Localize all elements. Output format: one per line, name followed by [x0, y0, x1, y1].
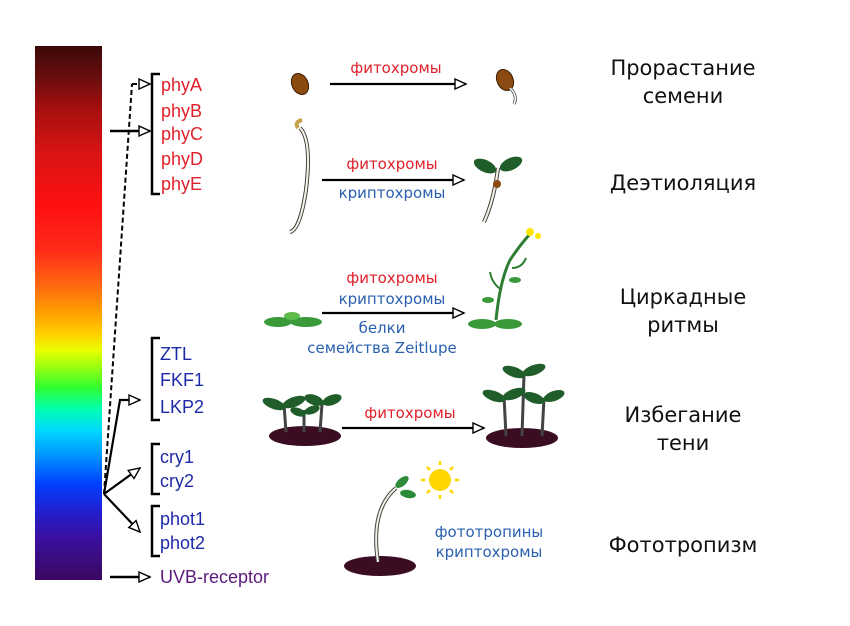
phototropin-bracket: [150, 504, 160, 558]
sun-icon: [421, 461, 459, 499]
process-shade-line2: тени: [656, 431, 710, 455]
phyA-dashed-arrow: [103, 83, 133, 495]
receptor-cry1: cry1: [160, 447, 195, 467]
phytochrome-bracket: [150, 72, 160, 196]
label-circadian-zeitlupe-2: семейства Zeitlupe: [307, 339, 457, 357]
process-circadian-line2: ритмы: [647, 313, 719, 337]
flowering-plant-icon: [468, 228, 541, 329]
seed-icon: [290, 72, 310, 96]
receptor-phyC: phyC: [161, 124, 204, 144]
etiolated-seedling-icon: [289, 118, 310, 234]
process-shade-line1: Избегание: [624, 403, 742, 427]
cryptochrome-bracket: [150, 442, 160, 496]
receptor-ZTL: ZTL: [160, 344, 193, 364]
receptor-FKF1: FKF1: [160, 370, 205, 390]
label-circadian-phytochromes: фитохромы: [346, 269, 438, 287]
receptor-phyE: phyE: [161, 174, 203, 194]
short-seedlings-icon: [262, 394, 342, 446]
zeitlupe-bracket: [150, 336, 160, 422]
label-deetiolation-cryptochromes: криптохромы: [338, 184, 446, 202]
receptor-cry2: cry2: [160, 471, 195, 491]
receptor-phyD: phyD: [161, 149, 204, 169]
tall-seedlings-icon: [482, 363, 565, 448]
label-circadian-zeitlupe-1: белки: [358, 319, 406, 337]
process-deetiolation: Деэтиоляция: [609, 171, 757, 195]
receptor-phyA: phyA: [161, 75, 203, 95]
label-germination-phytochromes: фитохромы: [350, 59, 442, 77]
receptor-phyB: phyB: [161, 101, 203, 121]
rosette-icon: [264, 312, 322, 327]
process-germination-line2: семени: [642, 84, 724, 108]
process-circadian-line1: Циркадные: [619, 285, 747, 309]
process-phototropism: Фототропизм: [608, 533, 758, 557]
label-shade-phytochromes: фитохромы: [364, 404, 456, 422]
process-germination-line1: Прорастание: [610, 56, 756, 80]
receptor-LKP2: LKP2: [160, 397, 205, 417]
receptor-uvb: UVB-receptor: [160, 567, 270, 587]
label-circadian-cryptochromes: криптохромы: [338, 290, 446, 308]
receptor-phot2: phot2: [160, 533, 206, 553]
label-phototropism-cryptochromes: криптохромы: [435, 543, 543, 561]
label-deetiolation-phytochromes: фитохромы: [346, 155, 438, 173]
deetiolated-seedling-icon: [473, 156, 523, 223]
germinating-seed-icon: [495, 68, 517, 105]
receptor-phot1: phot1: [160, 509, 206, 529]
light-spectrum-bar: [35, 46, 102, 580]
bending-seedling-icon: [344, 476, 416, 576]
label-phototropism-phototropins: фототропины: [434, 523, 544, 541]
